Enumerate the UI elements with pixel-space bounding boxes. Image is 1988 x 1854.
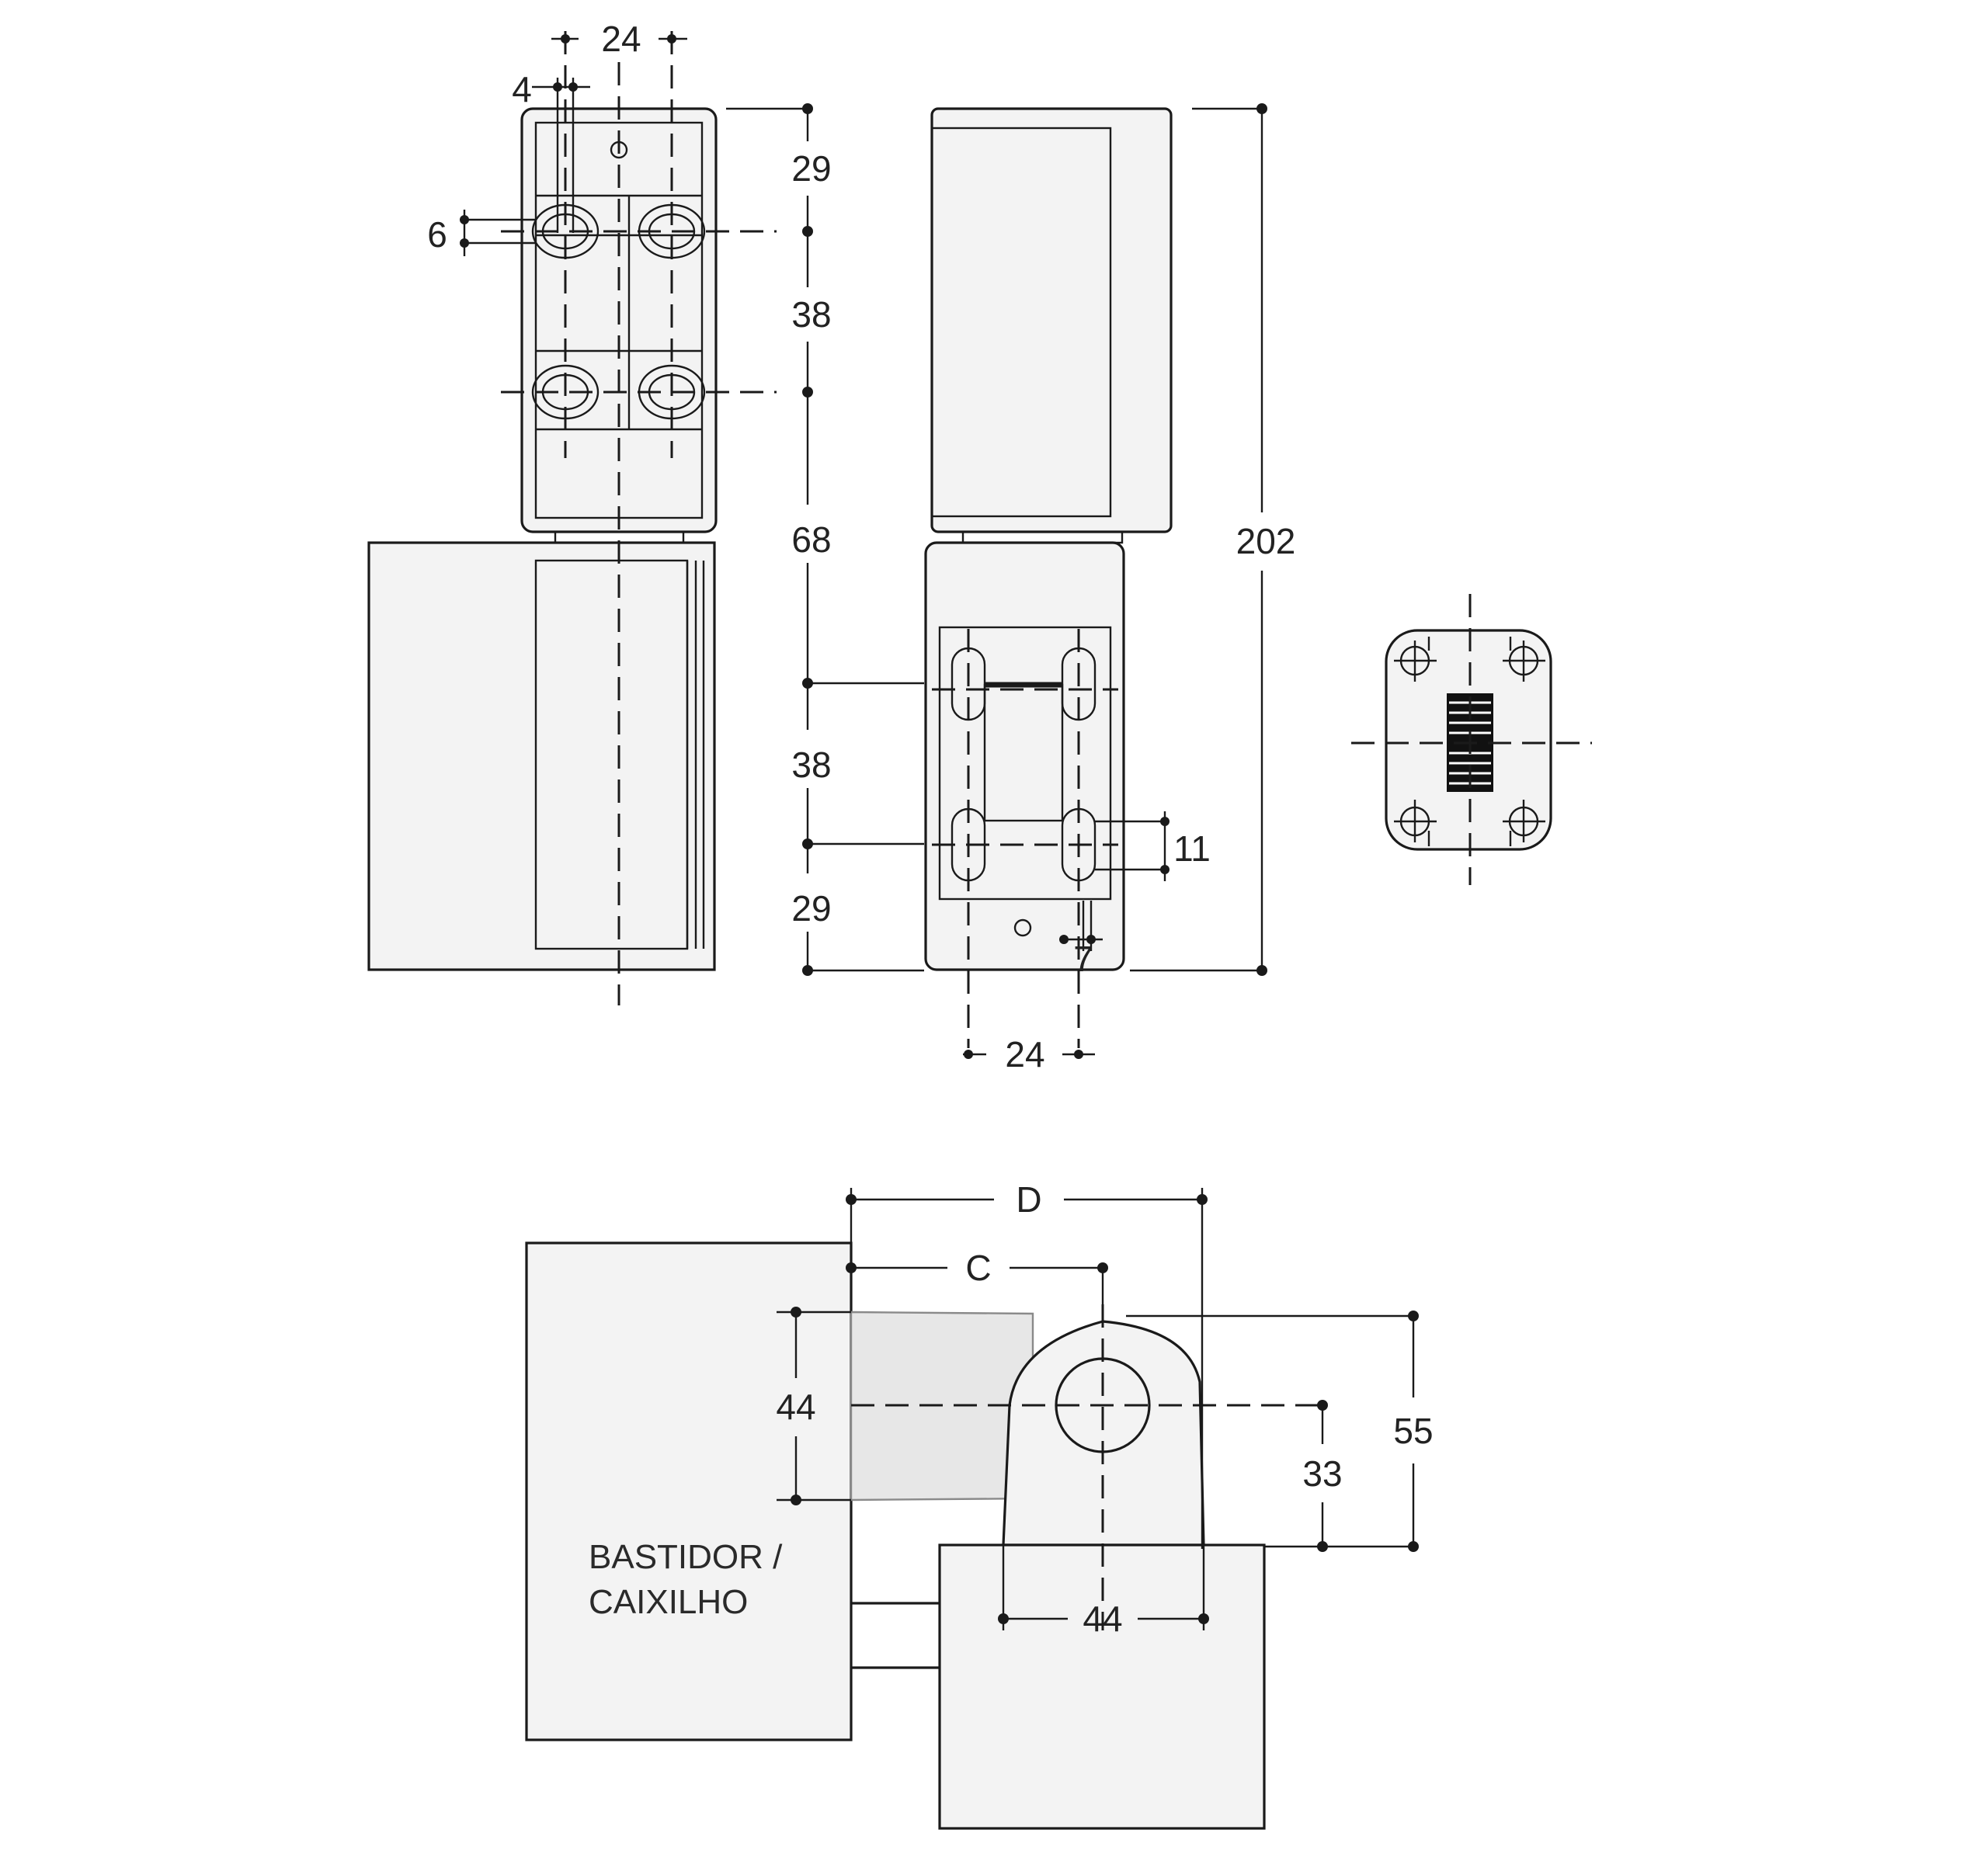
- dim-D: D: [1016, 1179, 1041, 1220]
- plan-view: [525, 1241, 1320, 1830]
- dim-slot-offset: 7: [1073, 939, 1093, 979]
- dim-slot-height: 6: [427, 214, 447, 255]
- dim-overall-depth: 55: [1393, 1411, 1433, 1451]
- side-pin-hole: [1013, 918, 1032, 937]
- dim-knuckle-width: 44: [1083, 1599, 1122, 1639]
- dim-middle-gap: 68: [791, 519, 831, 560]
- side-upper-body: [930, 107, 1173, 533]
- front-view: [367, 31, 777, 1005]
- dim-leaf-height: 44: [776, 1387, 815, 1427]
- front-view-dimensions: [460, 34, 924, 976]
- dim-slot-width: 4: [512, 69, 532, 109]
- dim-hole-spacing-bottom: 24: [1005, 1034, 1044, 1075]
- side-view: [924, 107, 1173, 1048]
- dim-C: C: [965, 1248, 991, 1288]
- dim-slot-length: 11: [1173, 828, 1211, 869]
- frame-block: [525, 1241, 853, 1741]
- dim-top-to-first-row: 29: [791, 148, 831, 189]
- dim-axis-offset: 33: [1302, 1453, 1342, 1494]
- frame-label-line1: BASTIDOR /: [589, 1538, 783, 1576]
- dim-last-row-to-bottom: 29: [791, 888, 831, 929]
- dim-row-spacing-top: 38: [791, 294, 831, 335]
- dim-hole-spacing-top: 24: [601, 19, 641, 59]
- dim-overall-height: 202: [1236, 521, 1296, 561]
- frame-label-line2: CAIXILHO: [589, 1583, 748, 1621]
- side-view-dimensions: [963, 103, 1267, 1059]
- side-lower-leaf: [924, 541, 1125, 971]
- lower-leaf: [367, 541, 716, 971]
- plan-view-dimensions: [777, 1188, 1419, 1630]
- dim-row-spacing-bottom: 38: [791, 745, 831, 785]
- end-view: [1351, 594, 1592, 885]
